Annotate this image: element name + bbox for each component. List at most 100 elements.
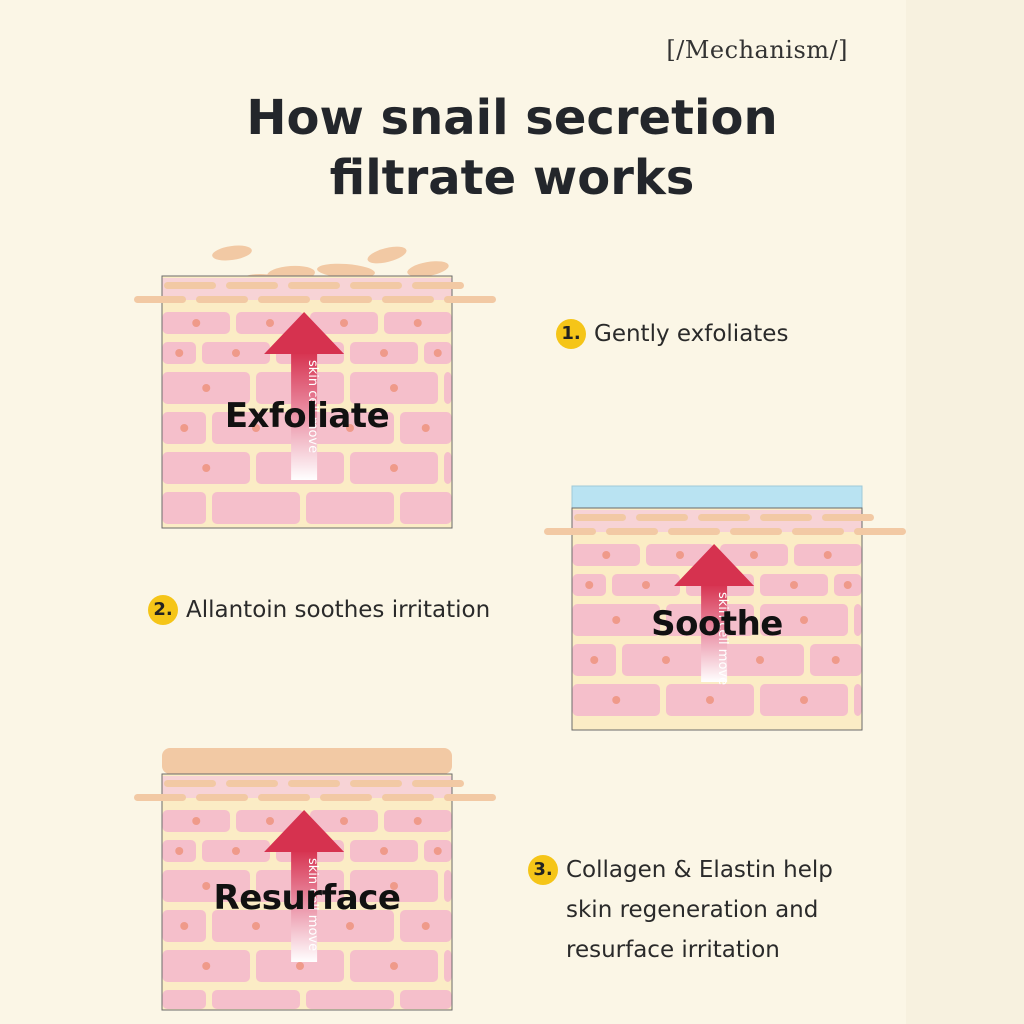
cell-nucleus xyxy=(232,349,240,357)
skin-cell xyxy=(854,604,862,636)
thin-cell xyxy=(854,528,906,535)
skin-cell xyxy=(444,452,452,484)
cell-nucleus xyxy=(232,847,240,855)
cell-nucleus xyxy=(800,696,808,704)
cell-nucleus xyxy=(346,922,354,930)
arrow-text: skin cell move xyxy=(305,858,320,951)
cell-nucleus xyxy=(421,424,430,432)
step-3: 3. Collagen & Elastin help skin regenera… xyxy=(528,850,833,970)
thin-cell xyxy=(382,794,434,801)
cell-nucleus xyxy=(800,616,808,624)
thin-cell xyxy=(134,794,186,801)
thin-cell xyxy=(574,514,626,521)
cell-nucleus xyxy=(180,424,189,432)
dead-skin-flake xyxy=(212,245,252,261)
step-1-badge: 1. xyxy=(556,319,586,349)
cell-nucleus xyxy=(266,319,274,327)
cell-nucleus xyxy=(175,349,184,357)
cell-nucleus xyxy=(296,962,304,970)
thin-cell xyxy=(444,296,496,303)
soothe-label: Soothe xyxy=(651,604,783,644)
cell-nucleus xyxy=(433,847,442,855)
thin-cell xyxy=(258,296,310,303)
page-title: How snail secretion filtrate works xyxy=(0,88,1024,208)
step-3-line-2: skin regeneration and xyxy=(566,897,819,923)
renewed-top-layer xyxy=(162,748,452,774)
arrow-head xyxy=(674,544,755,586)
step-2: 2. Allantoin soothes irritation xyxy=(148,590,490,630)
arrow-text: skin cell move xyxy=(305,360,320,453)
cell-nucleus xyxy=(756,656,764,664)
cell-nucleus xyxy=(590,656,599,664)
skin-cell xyxy=(444,372,452,404)
cell-nucleus xyxy=(202,882,211,890)
cell-nucleus xyxy=(612,696,621,704)
thin-cell xyxy=(350,282,402,289)
skin-cell xyxy=(400,990,452,1009)
arrow-head xyxy=(264,810,345,852)
step-3-line-3: resurface irritation xyxy=(566,937,780,963)
cell-nucleus xyxy=(390,384,398,392)
cell-nucleus xyxy=(843,581,852,589)
title-line-1: How snail secretion xyxy=(246,90,778,146)
cell-nucleus xyxy=(790,581,798,589)
cell-nucleus xyxy=(676,551,684,559)
cell-nucleus xyxy=(831,656,840,664)
thin-cell xyxy=(226,282,278,289)
exfoliate-label: Exfoliate xyxy=(224,396,390,436)
thin-cell xyxy=(698,514,750,521)
skin-cell xyxy=(212,990,300,1009)
thin-cell xyxy=(636,514,688,521)
resurface-diagram: skin cell move Resurface xyxy=(134,748,496,1011)
cell-nucleus xyxy=(390,882,398,890)
thin-cell xyxy=(544,528,596,535)
cell-nucleus xyxy=(180,922,189,930)
cell-nucleus xyxy=(642,581,650,589)
dead-skin-flake xyxy=(407,261,449,277)
cell-nucleus xyxy=(413,319,422,327)
step-2-text: Allantoin soothes irritation xyxy=(186,597,491,623)
soothe-skin-illustration: skin cell move xyxy=(544,485,906,731)
thin-cell xyxy=(412,282,464,289)
cell-nucleus xyxy=(192,319,201,327)
arrow-text: skin cell move xyxy=(715,592,730,685)
thin-cell xyxy=(412,780,464,787)
step-1-text: Gently exfoliates xyxy=(594,321,789,347)
arrow-head xyxy=(264,312,345,354)
exfoliate-skin-illustration: skin cell move xyxy=(134,245,496,529)
skin-cell xyxy=(162,990,206,1009)
thin-cell xyxy=(288,780,340,787)
cell-nucleus xyxy=(175,847,184,855)
resurface-skin-illustration: skin cell move xyxy=(134,748,496,1011)
thin-cell xyxy=(444,794,496,801)
cell-nucleus xyxy=(252,424,260,432)
skin-cell xyxy=(212,492,300,524)
cell-nucleus xyxy=(192,817,201,825)
thin-cell xyxy=(164,282,216,289)
step-2-badge: 2. xyxy=(148,595,178,625)
skin-cell xyxy=(306,492,394,524)
step-3-line-1: Collagen & Elastin help xyxy=(566,857,833,883)
dead-skin-flake xyxy=(367,246,407,264)
cell-nucleus xyxy=(413,817,422,825)
cell-nucleus xyxy=(266,817,274,825)
thin-cell xyxy=(196,794,248,801)
right-margin-strip xyxy=(906,0,1024,1024)
cell-nucleus xyxy=(252,922,260,930)
cell-nucleus xyxy=(612,616,621,624)
resurface-label: Resurface xyxy=(213,878,401,918)
cell-nucleus xyxy=(662,656,670,664)
thin-cell xyxy=(760,514,812,521)
thin-cell xyxy=(196,296,248,303)
thin-cell xyxy=(792,528,844,535)
skin-cell xyxy=(400,492,452,524)
cell-nucleus xyxy=(380,847,388,855)
cell-nucleus xyxy=(390,464,398,472)
thin-cell xyxy=(164,780,216,787)
thin-cell xyxy=(668,528,720,535)
dead-skin-flake xyxy=(317,263,375,279)
cell-nucleus xyxy=(433,349,442,357)
cell-nucleus xyxy=(340,817,348,825)
arrow-shaft xyxy=(291,352,318,480)
cell-nucleus xyxy=(390,962,398,970)
